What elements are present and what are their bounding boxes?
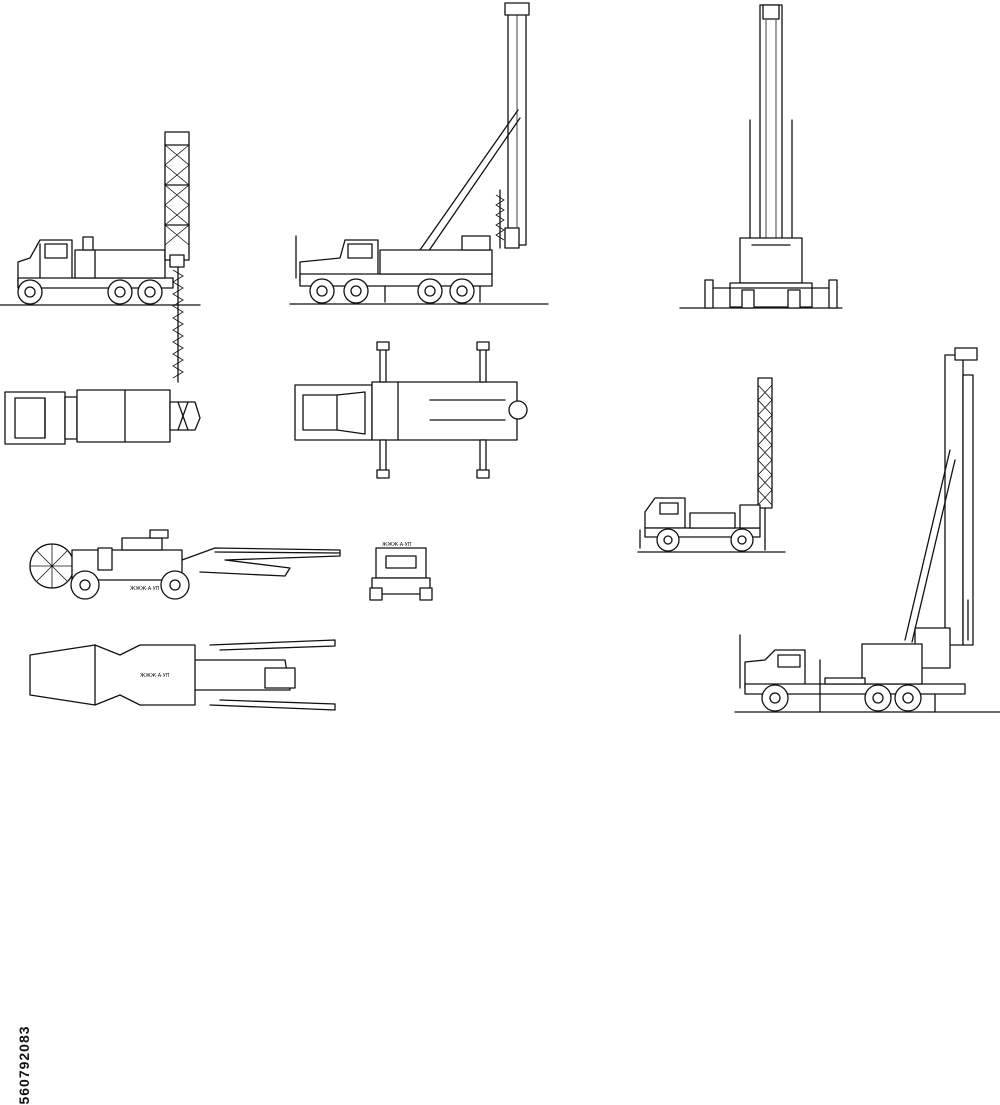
drill-truck-auger-side (290, 3, 548, 304)
drill-jumbo-top-view: ЖЖЖ·A·УП (30, 640, 335, 710)
drill-truck-top-view-outriggers (295, 342, 527, 478)
drill-truck-large-mast (735, 348, 1000, 712)
stock-id-text: 560792083 (16, 1025, 32, 1105)
drill-truck-top-view (5, 390, 200, 444)
stock-id-watermark: 560792083 (4, 470, 44, 1104)
drill-jumbo-side-view: ЖЖЖ·A·УП (30, 530, 340, 599)
jumbo-side-plate: ЖЖЖ·A·УП (130, 586, 160, 592)
jumbo-front-plate: ЖЖЖ·A·УП (382, 542, 412, 548)
drill-jumbo-front-view: ЖЖЖ·A·УП (370, 542, 432, 600)
drill-rig-rear-view (680, 5, 842, 308)
drill-truck-lattice-side (0, 132, 200, 382)
drill-truck-small-lattice (638, 378, 785, 552)
jumbo-top-plate: ЖЖЖ·A·УП (140, 673, 170, 679)
drawing-canvas: ЖЖЖ·A·УП ЖЖЖ·A·УП ЖЖЖ·A·УП (0, 0, 1000, 720)
